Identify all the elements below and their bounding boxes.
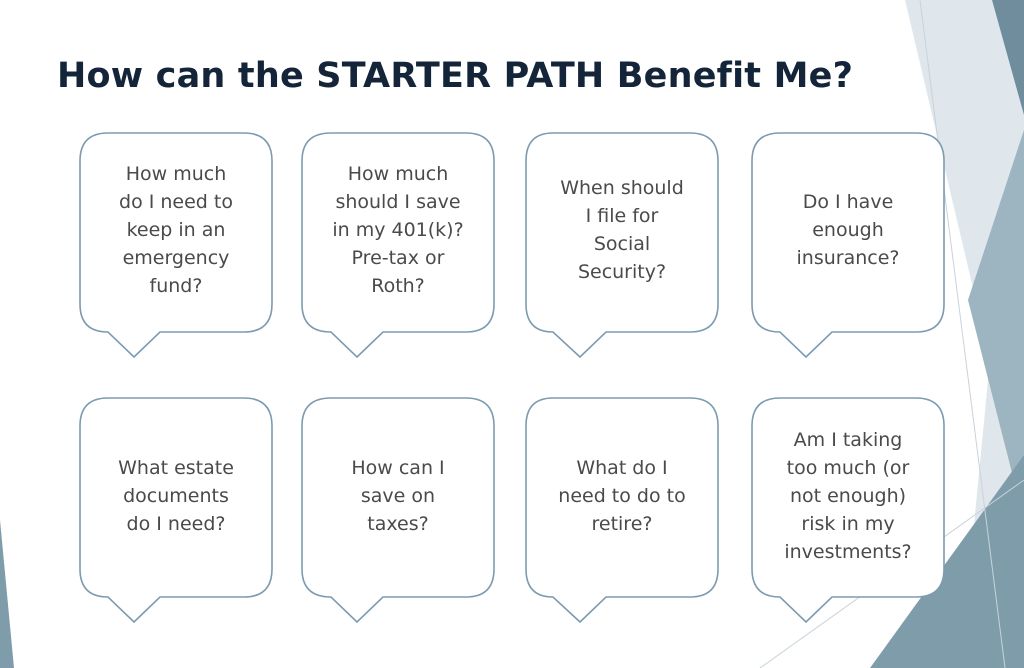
speech-bubble-7 — [525, 397, 719, 624]
deco-left-sliver — [0, 520, 14, 668]
deco-panel-dark — [925, 0, 1024, 115]
speech-bubble-2 — [301, 132, 495, 359]
slide-title: How can the STARTER PATH Benefit Me? — [57, 56, 854, 96]
bubble-text-taxes: How can I save on taxes? — [351, 457, 445, 535]
bubble-text-401k: How much should I save in my 401(k)? Pre… — [332, 163, 464, 297]
bubble-text-emergency-fund: How much do I need to keep in an emergen… — [119, 163, 233, 297]
bubble-text-investment-risk: Am I taking too much (or not enough) ris… — [784, 429, 912, 563]
bubble-text-social-security: When should I file for Social Security? — [560, 177, 684, 283]
speech-bubble-1 — [79, 132, 273, 359]
bubble-text-estate-documents: What estate documents do I need? — [118, 457, 234, 535]
speech-bubble-5 — [79, 397, 273, 624]
deco-panel-mid — [968, 130, 1024, 520]
bubble-text-insurance: Do I have enough insurance? — [796, 191, 900, 269]
speech-bubble-8 — [751, 397, 945, 624]
deco-line — [919, 0, 1006, 668]
speech-bubble-3 — [525, 132, 719, 359]
deco-panel-bottom — [870, 455, 1024, 668]
bubble-text-retire: What do I need to do to retire? — [558, 457, 686, 535]
speech-bubble-6 — [301, 397, 495, 624]
speech-bubble-4 — [751, 132, 945, 359]
